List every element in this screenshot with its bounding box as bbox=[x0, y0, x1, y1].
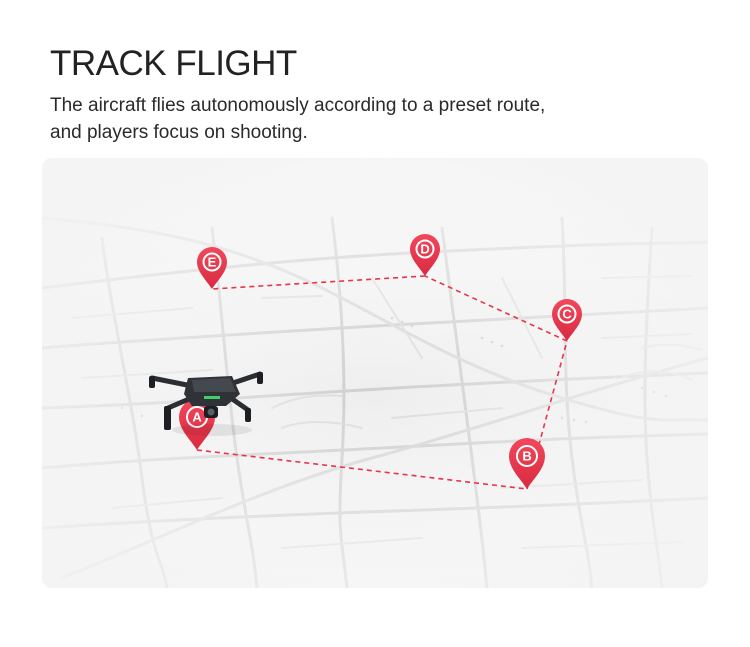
route-map: A B C D E bbox=[42, 158, 708, 588]
feature-description: The aircraft flies autonomously accordin… bbox=[50, 92, 690, 146]
waypoint-c-label: C bbox=[562, 307, 572, 322]
description-line-1: The aircraft flies autonomously accordin… bbox=[50, 95, 546, 116]
drone-icon bbox=[149, 371, 263, 436]
flight-route bbox=[196, 275, 568, 490]
route-segment-a-b bbox=[196, 449, 528, 490]
route-segment-c-d bbox=[424, 275, 568, 342]
route-segment-b-c bbox=[526, 340, 568, 490]
waypoint-b-label: B bbox=[522, 449, 531, 464]
waypoint-e-label: E bbox=[208, 255, 217, 270]
waypoint-e: E bbox=[197, 247, 227, 289]
waypoint-c: C bbox=[552, 299, 582, 341]
description-line-2: and players focus on shooting. bbox=[50, 122, 308, 143]
page-title: TRACK FLIGHT bbox=[50, 44, 297, 83]
waypoint-a-label: A bbox=[192, 410, 202, 425]
waypoint-b: B bbox=[509, 438, 545, 489]
waypoint-d: D bbox=[410, 234, 440, 276]
map-canvas: A B C D E bbox=[42, 158, 708, 588]
waypoint-d-label: D bbox=[420, 242, 429, 257]
